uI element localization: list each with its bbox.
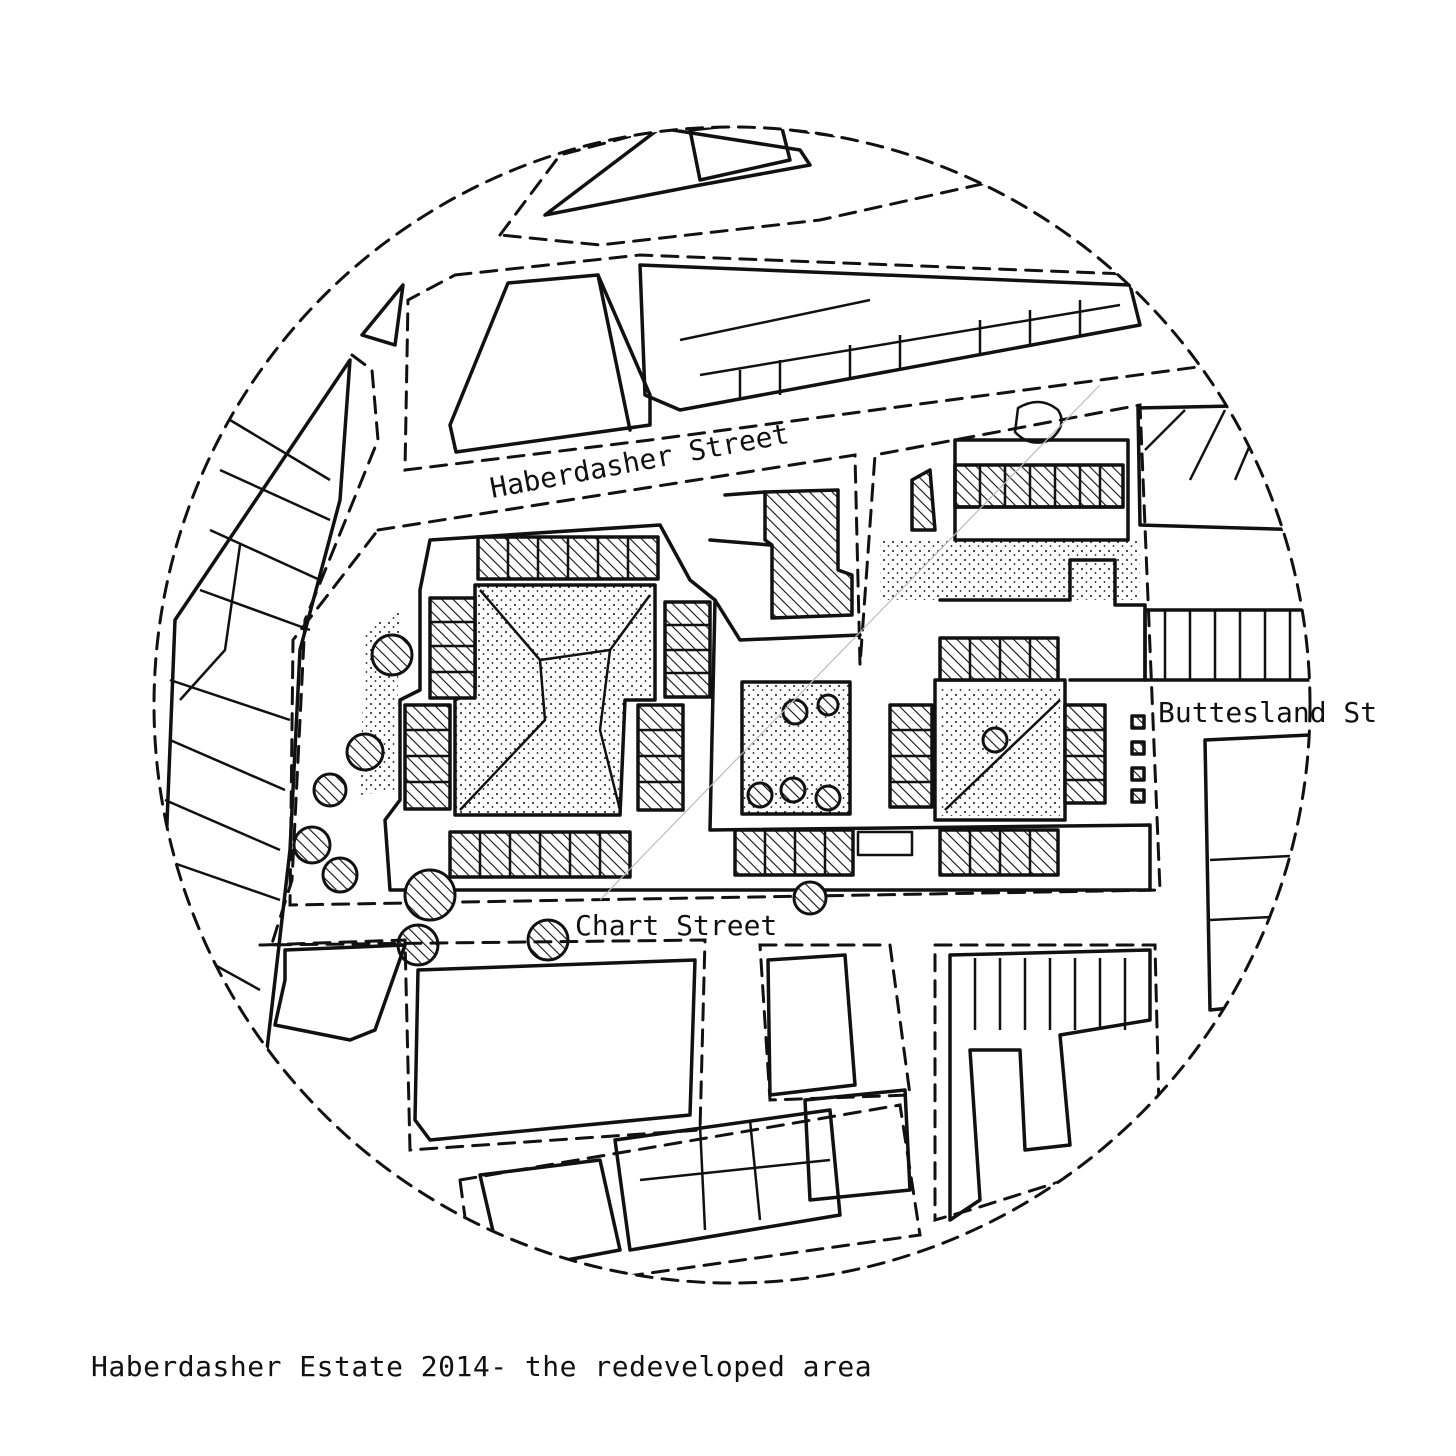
- northern-blocks: [360, 127, 1254, 472]
- estate-perimeter-path: [288, 403, 1162, 907]
- haberdasher-estate: [360, 403, 1310, 892]
- southern-blocks: [258, 733, 1310, 1282]
- buttesland-street-label: Buttesland St: [1158, 696, 1377, 729]
- site-boundary-circle: [152, 125, 1312, 1285]
- western-plots: [158, 353, 380, 1112]
- figure-caption: Haberdasher Estate 2014- the redeveloped…: [91, 1350, 873, 1383]
- chart-street-label: Chart Street: [575, 909, 777, 942]
- trees: [292, 400, 1063, 967]
